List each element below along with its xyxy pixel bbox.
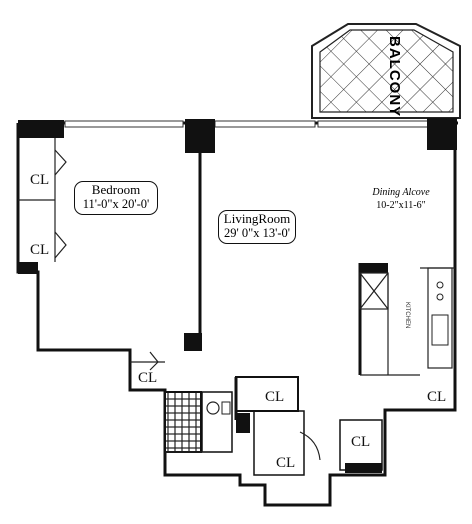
bedroom-label: Bedroom 11'-0"x 20'-0' [74, 181, 158, 215]
dining-alcove-name: Dining Alcove [372, 187, 430, 198]
pillars [18, 118, 457, 351]
outer-walls [16, 120, 458, 507]
balcony-label: BALCONY [386, 36, 403, 118]
closet-label: CL [30, 172, 50, 188]
living-room-label: LivingRoom 29' 0"x 13'-0' [218, 210, 296, 244]
closet-label: CL [265, 389, 285, 405]
living-room-name: LivingRoom [223, 211, 291, 226]
kitchen-label: KITCHEN [404, 302, 410, 329]
dining-alcove-label: Dining Alcove 10-2"x11-6" [370, 186, 432, 212]
balcony [311, 23, 461, 119]
closet-label: CL [351, 434, 371, 450]
closet-label: CL [138, 370, 158, 386]
interior-walls [18, 138, 455, 476]
dining-alcove-dims: 10-2"x11-6" [376, 200, 426, 211]
closet-label: CL [276, 455, 296, 471]
living-room-dims: 29' 0"x 13'-0' [223, 226, 291, 240]
bedroom-name: Bedroom [91, 182, 141, 197]
closet-label: CL [30, 242, 50, 258]
closet-label: CL [427, 389, 447, 405]
bedroom-dims: 11'-0"x 20'-0' [82, 197, 150, 211]
